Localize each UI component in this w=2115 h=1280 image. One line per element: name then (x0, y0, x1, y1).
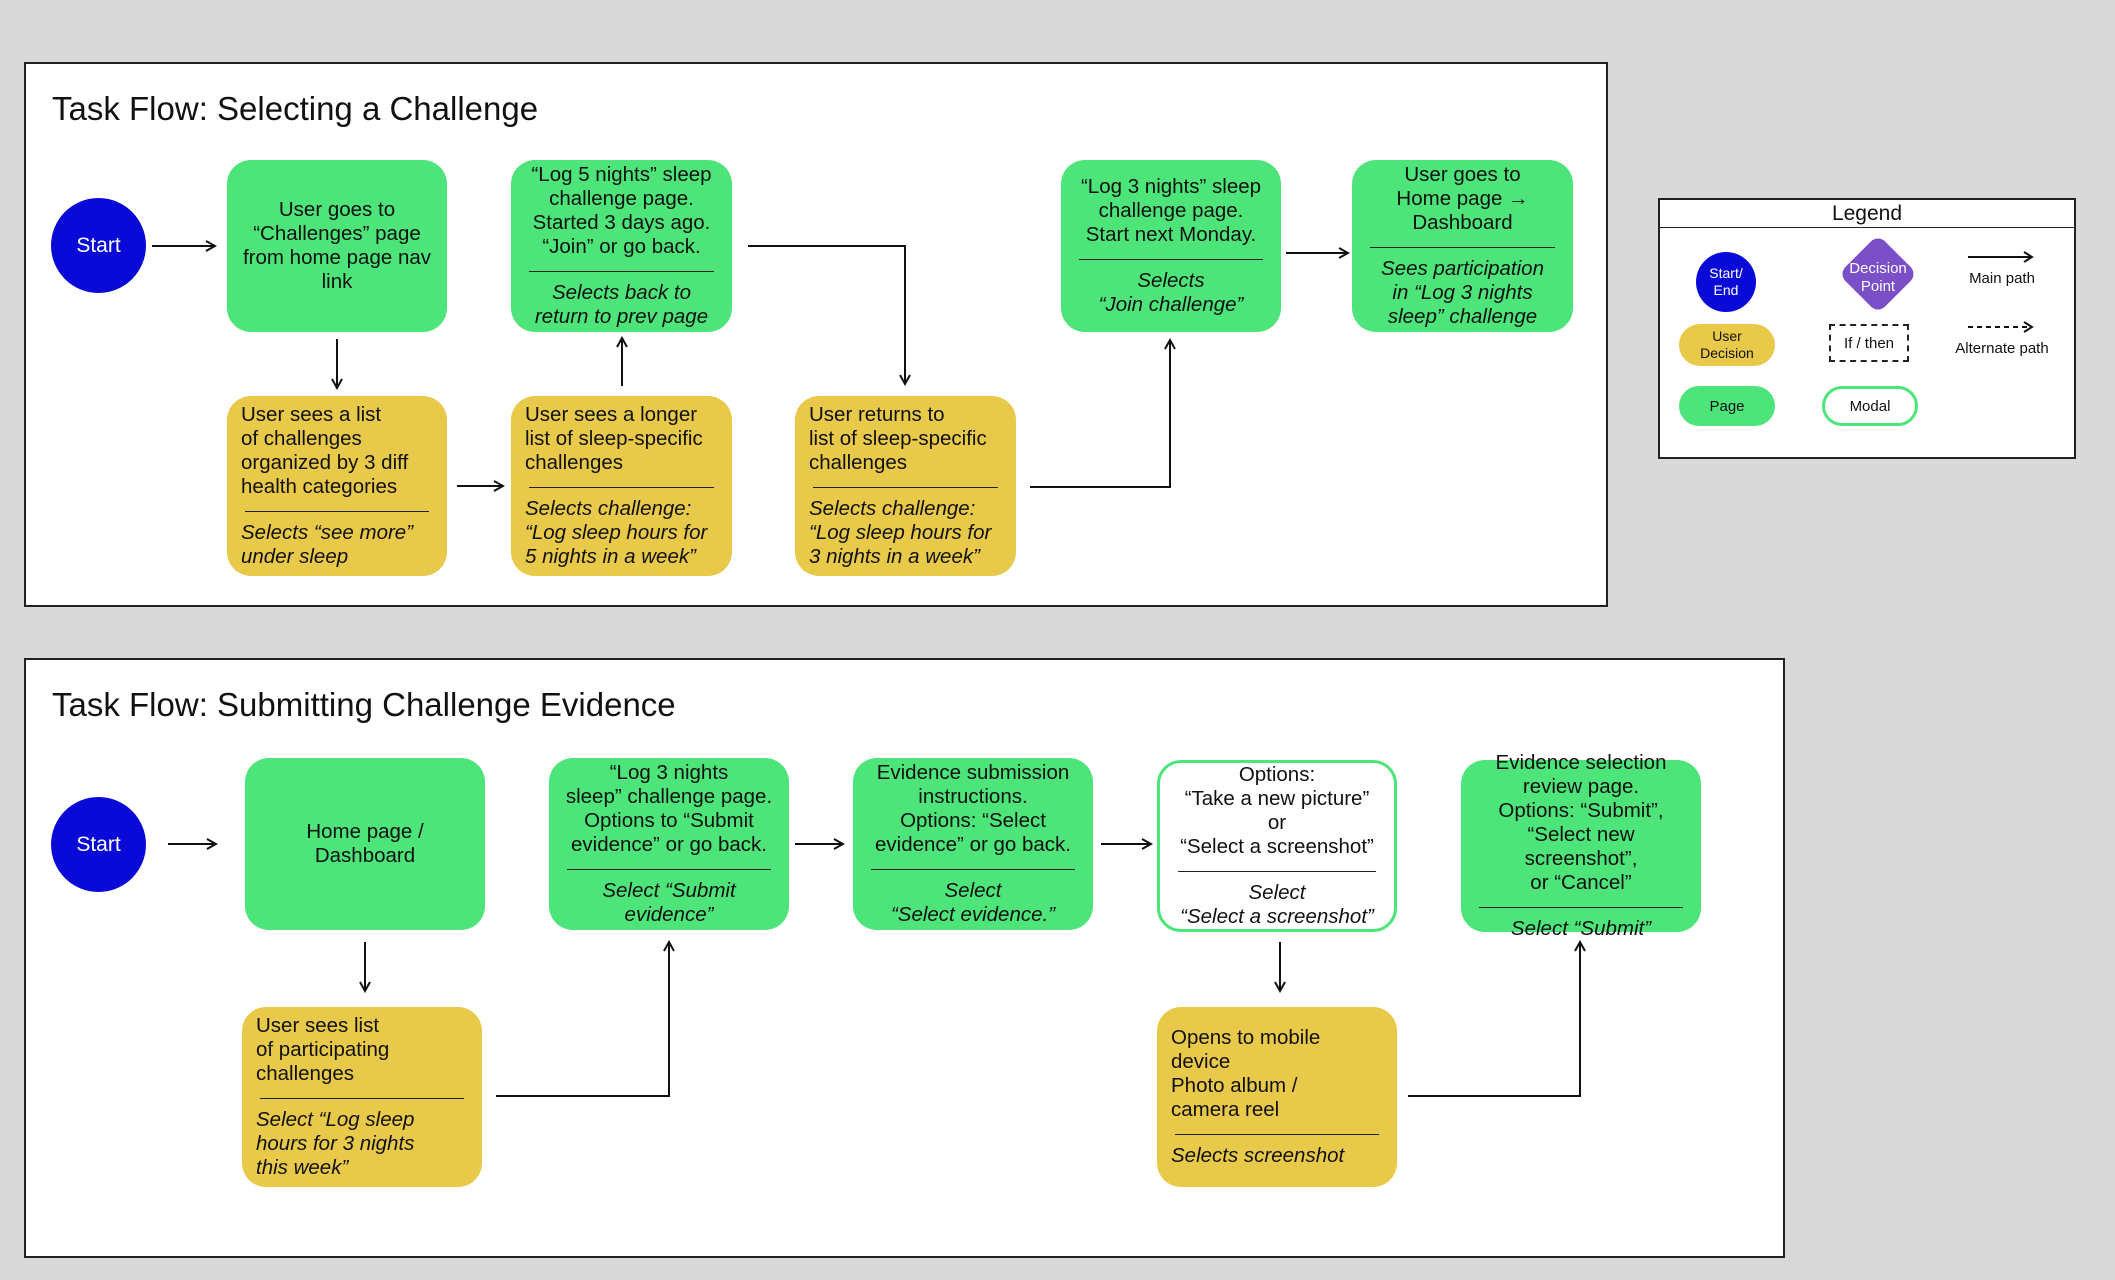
node-evidence-instructions: Evidence submission instructions. Option… (853, 758, 1093, 930)
node-challenges-page: User goes to “Challenges” page from home… (227, 160, 447, 332)
divider (1079, 259, 1263, 260)
node-action: Selects “see more” under sleep (241, 521, 414, 568)
node-action: Selects screenshot (1171, 1144, 1345, 1167)
node-text: Options: “Take a new picture” or “Select… (1180, 763, 1374, 858)
node-action: Select “Log sleep hours for 3 nights thi… (256, 1108, 415, 1179)
legend-user-decision: User Decision (1679, 324, 1775, 366)
divider (567, 869, 771, 870)
node-text: User returns to list of sleep-specific c… (809, 403, 987, 474)
node-action: Select “Submit” (1510, 917, 1652, 940)
divider (1370, 247, 1555, 248)
start-node: Start (51, 797, 146, 892)
node-log-5-nights-page: “Log 5 nights” sleep challenge page. Sta… (511, 160, 732, 332)
node-list-of-challenges: User sees a list of challenges organized… (227, 396, 447, 576)
legend-start-end: Start/ End (1696, 252, 1756, 312)
legend-alternate-path-label: Alternate path (1955, 340, 2049, 357)
start-node: Start (51, 198, 146, 293)
node-text: Evidence selection review page. Options:… (1495, 751, 1667, 894)
legend-title: Legend (1660, 200, 2074, 228)
node-text: “Log 3 nights sleep” challenge page. Opt… (565, 761, 773, 856)
node-text: User sees list of participating challeng… (256, 1014, 390, 1085)
divider (1178, 871, 1376, 872)
node-return-to-list: User returns to list of sleep-specific c… (795, 396, 1016, 576)
divider (260, 1098, 464, 1099)
node-text: Home page / Dashboard (306, 820, 424, 867)
node-text: Evidence submission instructions. Option… (874, 761, 1071, 856)
legend-main-path-arrow (1968, 251, 2034, 263)
divider (529, 487, 714, 488)
legend-if-then: If / then (1829, 324, 1909, 362)
node-text: User goes to “Challenges” page from home… (242, 198, 432, 293)
legend-alternate-path-arrow (1968, 321, 2034, 333)
divider (1479, 907, 1683, 908)
node-home-page-dashboard: Home page / Dashboard (245, 758, 485, 930)
node-action: Select “Select a screenshot” (1180, 881, 1374, 928)
node-text: “Log 3 nights” sleep challenge page. Sta… (1080, 175, 1262, 246)
node-log-3-nights-page: “Log 3 nights” sleep challenge page. Sta… (1061, 160, 1281, 332)
node-log-3-nights-submit: “Log 3 nights sleep” challenge page. Opt… (549, 758, 789, 930)
legend: Legend Start/ End Decision Point Main pa… (1658, 198, 2076, 459)
node-text: “Log 5 nights” sleep challenge page. Sta… (531, 163, 712, 258)
divider (1175, 1134, 1379, 1135)
start-label: Start (76, 233, 121, 257)
node-home-dashboard: User goes to Home page → Dashboard Sees … (1352, 160, 1573, 332)
node-options-modal: Options: “Take a new picture” or “Select… (1157, 760, 1397, 932)
node-evidence-review: Evidence selection review page. Options:… (1461, 751, 1701, 940)
divider (245, 511, 429, 512)
node-text: User sees a list of challenges organized… (241, 403, 409, 498)
legend-modal: Modal (1822, 386, 1918, 426)
divider (813, 487, 998, 488)
node-action: Selects challenge: “Log sleep hours for … (809, 497, 992, 568)
node-action: Selects “Join challenge” (1098, 269, 1244, 316)
node-action: Selects back to return to prev page (534, 281, 709, 328)
node-text: User sees a longer list of sleep-specifi… (525, 403, 703, 474)
node-action: Selects challenge: “Log sleep hours for … (525, 497, 708, 568)
node-text: User goes to Home page → Dashboard (1396, 163, 1529, 234)
node-action: Select “Select evidence.” (890, 879, 1056, 926)
node-sleep-challenges-list: User sees a longer list of sleep-specifi… (511, 396, 732, 576)
node-participating-challenges: User sees list of participating challeng… (242, 1007, 482, 1187)
node-photo-album: Opens to mobile device Photo album / cam… (1157, 1007, 1397, 1187)
panel-title: Task Flow: Submitting Challenge Evidence (52, 686, 676, 723)
divider (871, 869, 1075, 870)
start-label: Start (76, 832, 121, 856)
divider (529, 271, 714, 272)
panel-title: Task Flow: Selecting a Challenge (52, 90, 539, 127)
legend-page: Page (1679, 386, 1775, 426)
legend-main-path-label: Main path (1969, 270, 2035, 287)
node-action: Sees participation in “Log 3 nights slee… (1381, 257, 1544, 328)
node-text: Opens to mobile device Photo album / cam… (1171, 1026, 1321, 1121)
legend-decision-point: Decision Point (1849, 260, 1907, 295)
node-action: Select “Submit evidence” (602, 879, 736, 926)
